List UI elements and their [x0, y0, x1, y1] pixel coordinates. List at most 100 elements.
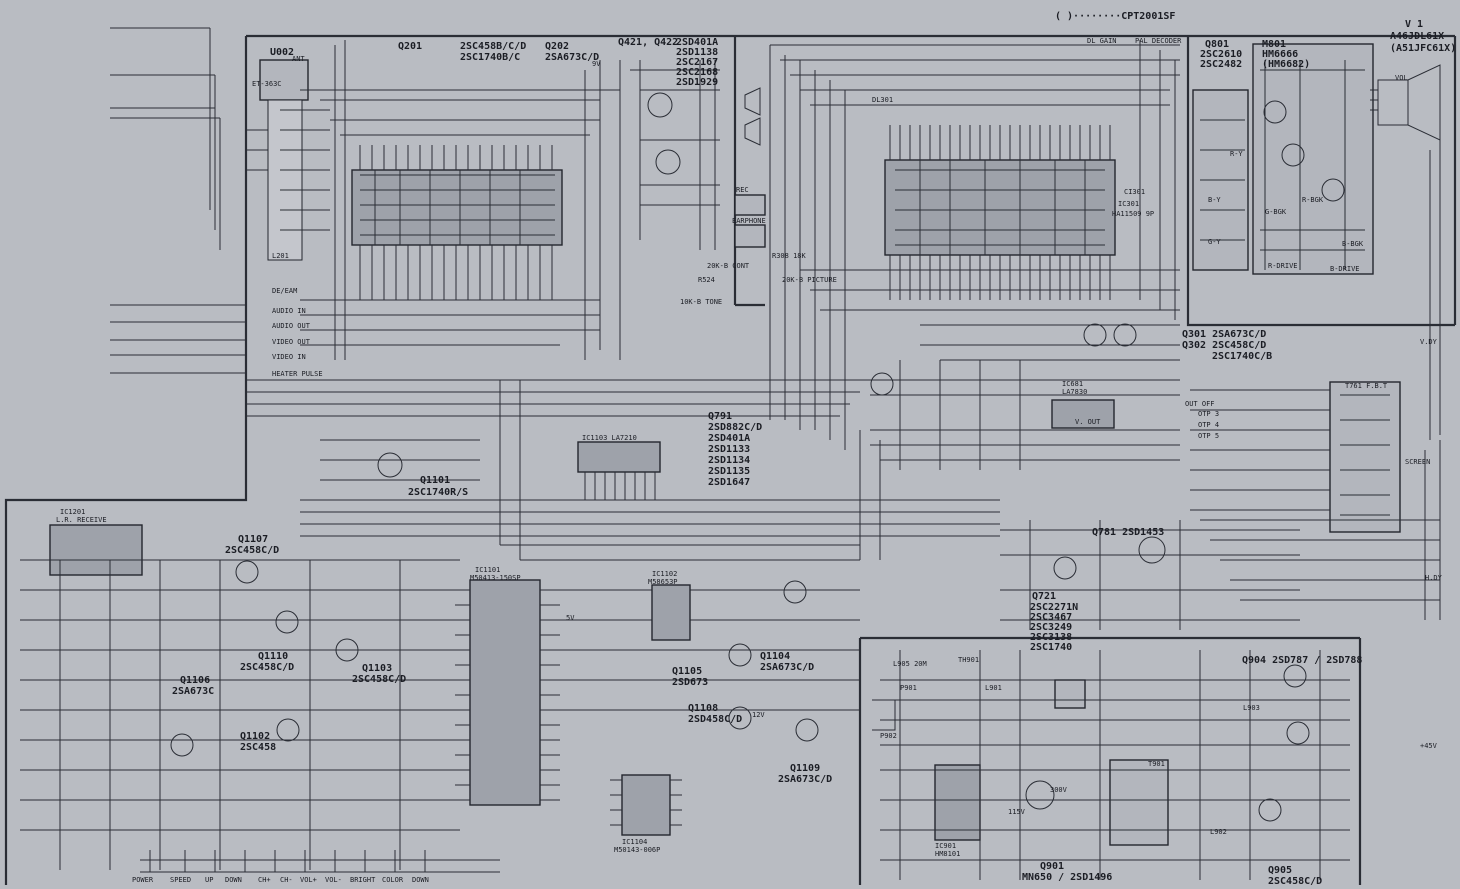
q1104-part: 2SA673C/D	[760, 662, 815, 673]
q801-part-2: 2SC2482	[1200, 59, 1243, 70]
q791-part-1: 2SD882C/D	[708, 422, 763, 433]
q904-label: Q904 2SD787 / 2SD788	[1242, 655, 1363, 666]
q1109-ref: Q1109	[790, 763, 821, 774]
supply-300v: 300V	[1050, 786, 1067, 794]
volume-label: VOL	[1395, 74, 1408, 82]
earphone-label: EARPHONE	[732, 217, 766, 225]
q1103-part: 2SC458C/D	[352, 674, 407, 685]
heater-pulse-label: HEATER PULSE	[272, 370, 323, 378]
supply-115v: 115V	[1008, 808, 1025, 816]
q1109-part: 2SA673C/D	[778, 774, 833, 785]
u002-ref: U002	[270, 47, 295, 58]
g-bgk-label: G-BGK	[1265, 208, 1287, 216]
q801-part-1: 2SC2610	[1200, 49, 1243, 60]
otp3-label: OTP 3	[1198, 410, 1220, 418]
q1106-ref: Q1106	[180, 675, 211, 686]
ant-label: ANT	[292, 55, 305, 63]
key-speed: SPEED	[170, 876, 192, 884]
q1105-ref: Q1105	[672, 666, 703, 677]
q901-ref: Q901	[1040, 861, 1065, 872]
gy-label: G-Y	[1208, 238, 1221, 246]
q721-part-2: 2SC3467	[1030, 612, 1073, 623]
ic301-part: HA11509 9P	[1112, 210, 1155, 218]
p901-label: P901	[900, 684, 917, 692]
cont-label: 20K-B CONT	[707, 262, 750, 270]
q1103-ref: Q1103	[362, 663, 393, 674]
ic901-part: HM8101	[935, 850, 961, 858]
m801-ref: M801	[1262, 39, 1287, 50]
otp4-label: OTP 4	[1198, 421, 1220, 429]
l902-label: L902	[1210, 828, 1227, 836]
key-vol-up: VOL+	[300, 876, 317, 884]
supply-45v: +45V	[1420, 742, 1437, 750]
t761-label: T761 F.B.T	[1345, 382, 1388, 390]
q201-ref: Q201	[398, 41, 423, 52]
key-down: DOWN	[225, 876, 242, 884]
q791-part-5: 2SD1135	[708, 466, 751, 477]
ic1101-ref: IC1101	[475, 566, 501, 574]
q1102-ref: Q1102	[240, 731, 271, 742]
q791-ref: Q791	[708, 411, 733, 422]
p902-label: P902	[880, 732, 897, 740]
ic1102-part: M58653P	[648, 578, 678, 586]
model-marker: ( )········CPT2001SF	[1055, 11, 1176, 22]
q1102-part: 2SC458	[240, 742, 277, 753]
otp5-label: OTP 5	[1198, 432, 1220, 440]
q1110-part: 2SC458C/D	[240, 662, 295, 673]
by-label: B-Y	[1208, 196, 1221, 204]
m801-part-2: (HM6682)	[1262, 59, 1311, 70]
key-ch-down: CH-	[280, 876, 293, 884]
b-bgk-label: B-BGK	[1342, 240, 1364, 248]
audio-in-label: AUDIO IN	[272, 307, 306, 315]
b-drive-label: B-DRIVE	[1330, 265, 1360, 273]
tone-label: 10K-B TONE	[680, 298, 723, 306]
key-down-2: DOWN	[412, 876, 429, 884]
t901-label: T901	[1148, 760, 1165, 768]
key-power: POWER	[132, 876, 154, 884]
crt-alt-model: (A51JFC61X)	[1390, 43, 1457, 54]
q781-label: Q781 2SD1453	[1092, 527, 1165, 538]
q721-part-3: 2SC3249	[1030, 622, 1073, 633]
q421-part-1: 2SD401A	[676, 37, 719, 48]
ic901-ref: IC901	[935, 842, 957, 850]
ic1201-part: L.R. RECEIVE	[56, 516, 107, 524]
ic681-ref: IC681	[1062, 380, 1084, 388]
out-off-label: OUT OFF	[1185, 400, 1215, 408]
q1108-ref: Q1108	[688, 703, 719, 714]
q1108-part: 2SD458C/D	[688, 714, 743, 725]
q1107-ref: Q1107	[238, 534, 269, 545]
dl-gain-label: DL GAIN	[1087, 37, 1117, 45]
u002-part: ET-363C	[252, 80, 282, 88]
crt-ref: V 1	[1405, 19, 1424, 30]
video-in-label: VIDEO IN	[272, 353, 306, 361]
l901-label: L901	[985, 684, 1002, 692]
ic681-part: LA7830	[1062, 388, 1088, 396]
q302-label: Q302 2SC458C/D	[1182, 340, 1267, 351]
l905-label: L905 20M	[893, 660, 927, 668]
de-eam-label: DE/EAM	[272, 287, 298, 295]
q1107-part: 2SC458C/D	[225, 545, 280, 556]
ic1102-ref: IC1102	[652, 570, 678, 578]
h-dy-label: H.DY	[1425, 574, 1442, 582]
q1110-ref: Q1110	[258, 651, 289, 662]
q791-part-2: 2SD401A	[708, 433, 751, 444]
q721-part-1: 2SC2271N	[1030, 602, 1079, 613]
q201-part: 2SC458B/C/D	[460, 41, 527, 52]
m801-part-1: HM6666	[1262, 49, 1299, 60]
q901-part: MN650 / 2SD1496	[1022, 872, 1113, 883]
audio-out-label: AUDIO OUT	[272, 322, 310, 330]
q202-part: 2SA673C/D	[545, 52, 600, 63]
supply-9v: 9V	[592, 60, 601, 68]
q791-part-3: 2SD1133	[708, 444, 751, 455]
q421-part-3: 2SC2167	[676, 57, 719, 68]
picture-label: 20K-B PICTURE	[782, 276, 837, 284]
th901-label: TH901	[958, 656, 980, 664]
q1106-part: 2SA673C	[172, 686, 215, 697]
q1101-part: 2SC1740R/S	[408, 487, 469, 498]
q1105-part: 2SD673	[672, 677, 709, 688]
q1104-ref: Q1104	[760, 651, 791, 662]
key-ch-up: CH+	[258, 876, 271, 884]
key-bright: BRIGHT	[350, 876, 376, 884]
ic1201-ref: IC1201	[60, 508, 86, 516]
